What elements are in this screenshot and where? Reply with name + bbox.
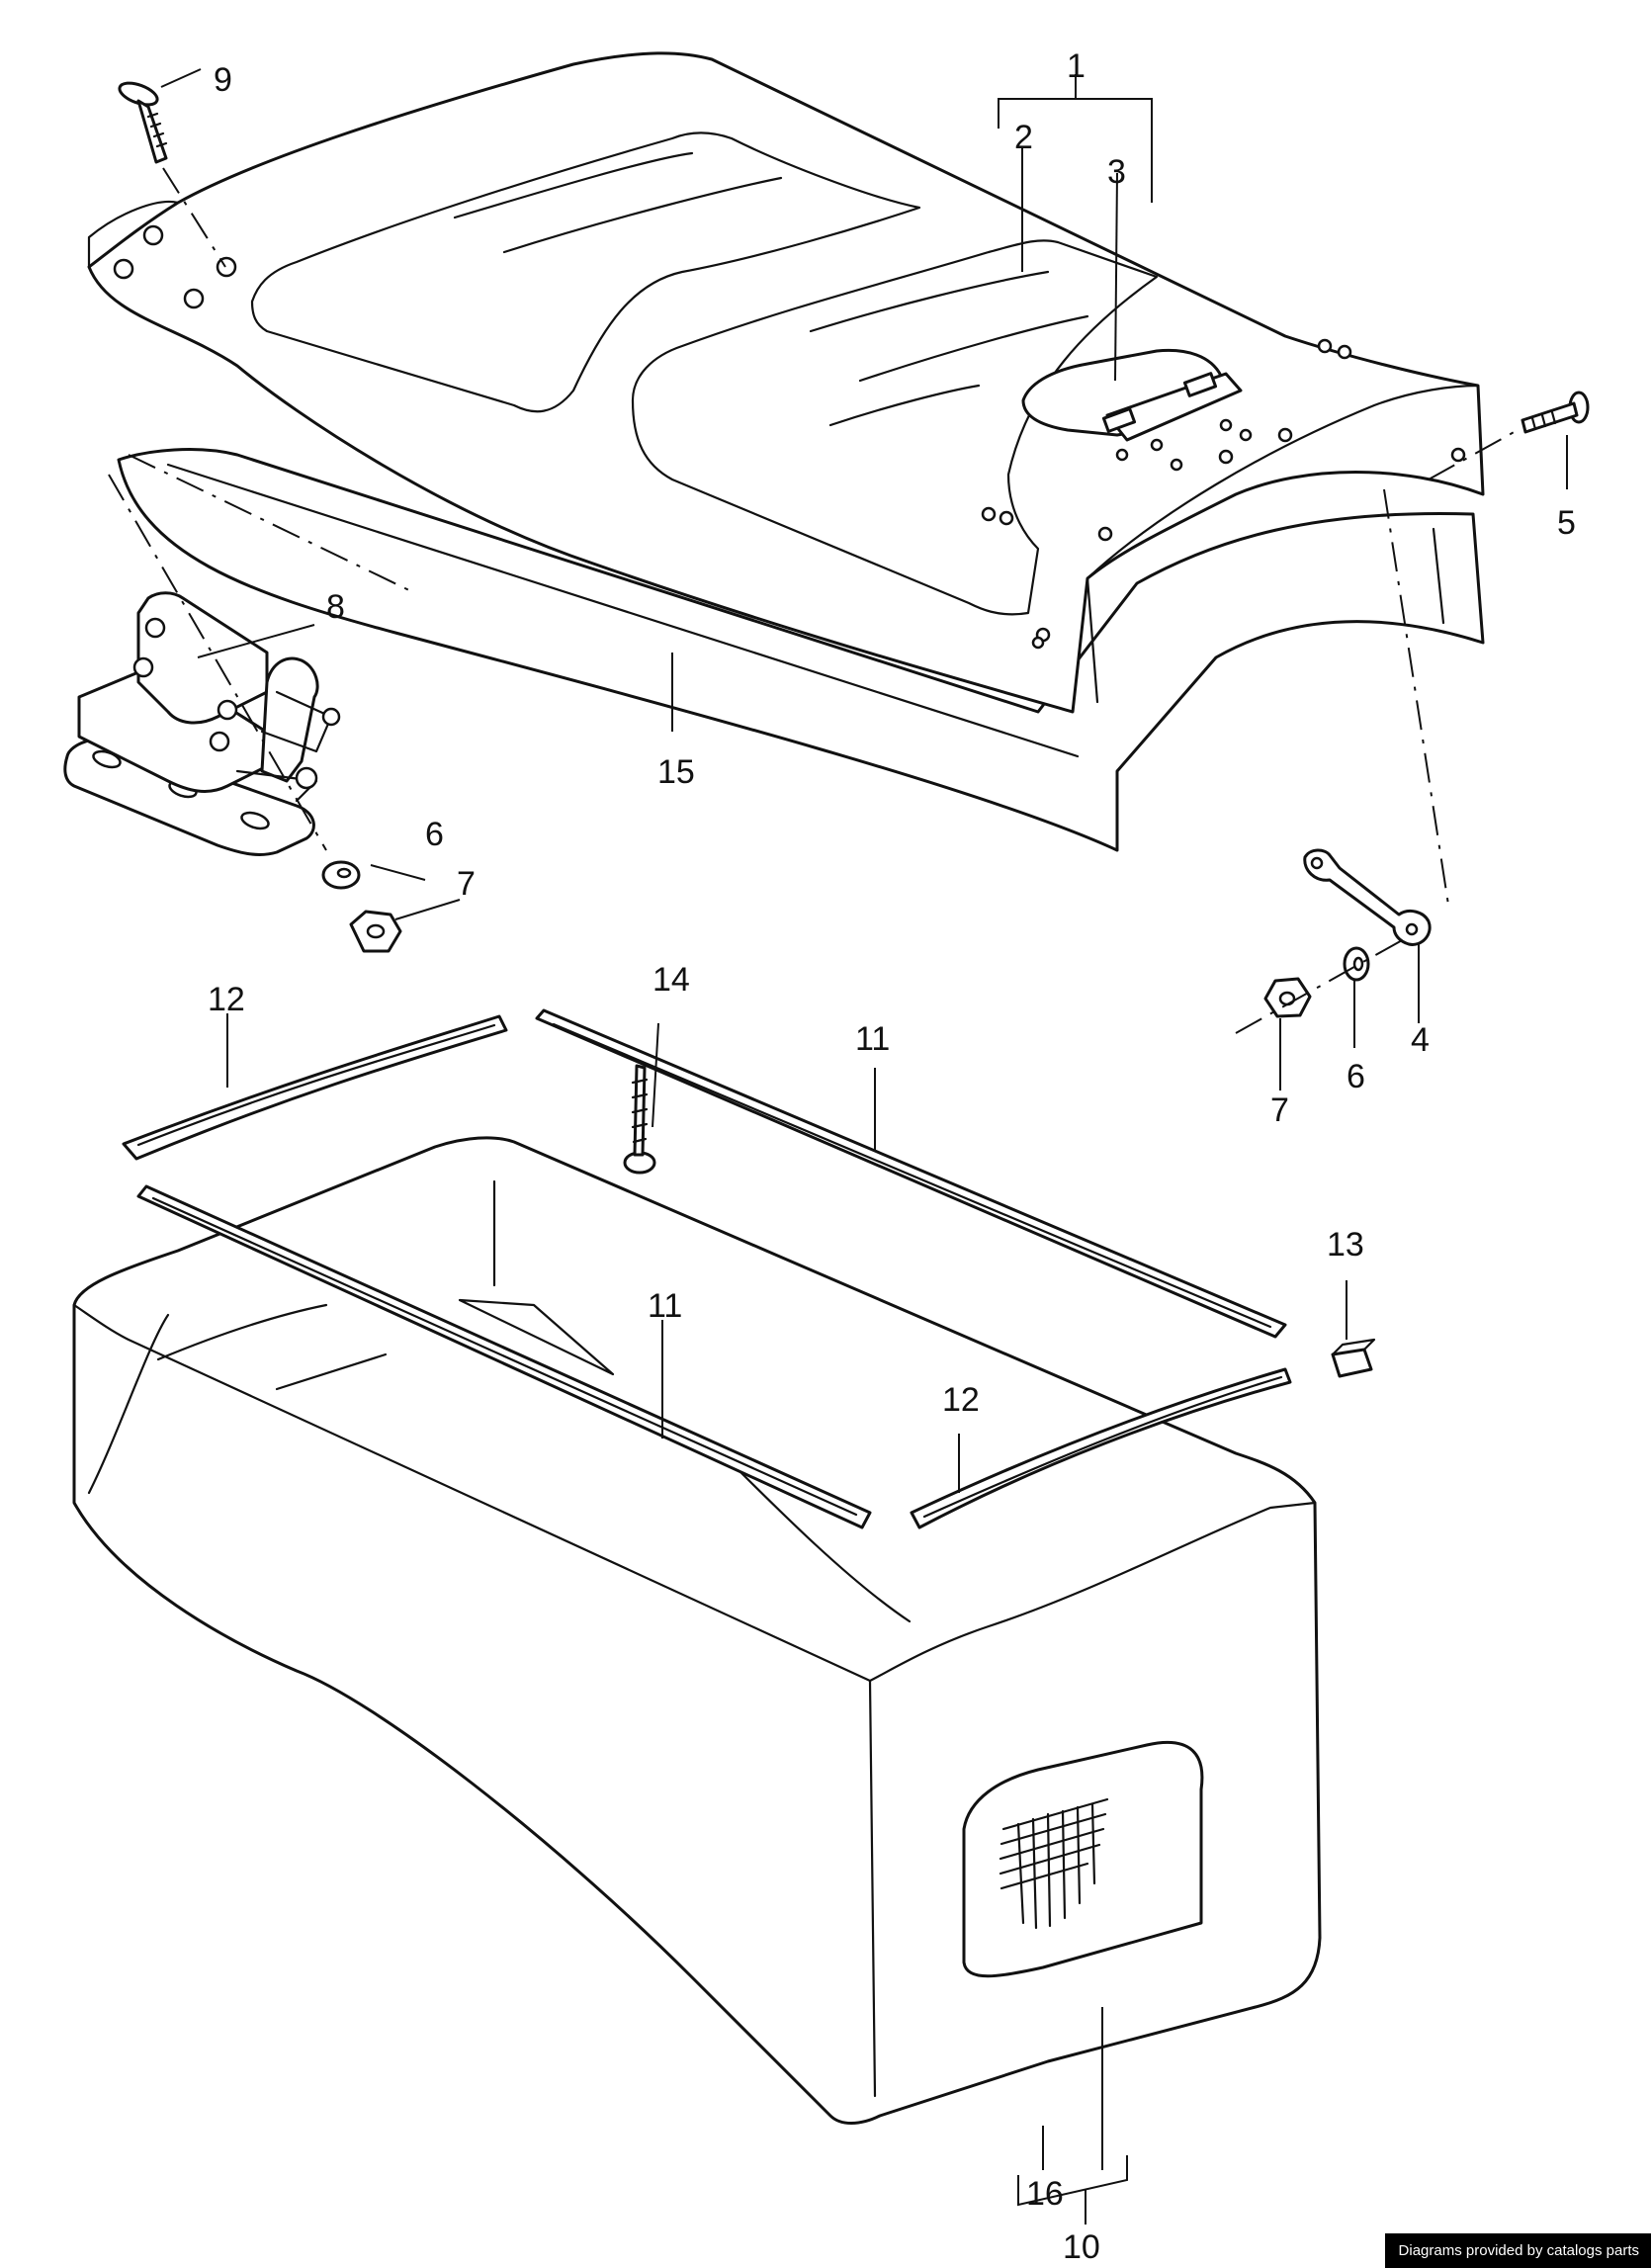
credit-badge: Diagrams provided by catalogs parts [1384, 2233, 1651, 2268]
axis-bolt-9 [162, 167, 226, 268]
nut-right [1263, 977, 1312, 1018]
callout-2: 2 [1014, 119, 1033, 156]
rail-11-bottom [136, 1184, 872, 1529]
callout-11-top: 11 [855, 1020, 890, 1058]
callout-12-top: 12 [208, 981, 245, 1018]
axis-hinge [108, 474, 327, 851]
callout-11-bottom: 11 [648, 1287, 682, 1325]
callout-8: 8 [326, 588, 345, 626]
callout-14: 14 [652, 961, 690, 999]
washer-right [1343, 946, 1370, 982]
callout-5: 5 [1557, 504, 1576, 542]
callout-12-bottom: 12 [942, 1381, 980, 1419]
callout-7-right: 7 [1270, 1091, 1289, 1129]
leader-lines [160, 68, 1568, 2224]
axis-bolt-5 [1428, 429, 1519, 480]
callout-10: 10 [1063, 2228, 1100, 2266]
lid-frame [117, 448, 1485, 852]
bolt-9 [118, 81, 168, 164]
nut-left [349, 910, 402, 953]
bolt-5 [1521, 391, 1590, 434]
mesh-grille [999, 1797, 1109, 1930]
rail-12-top [122, 1014, 508, 1161]
callout-6-left: 6 [425, 816, 444, 853]
callout-3: 3 [1107, 153, 1126, 191]
axis-nut-right [1235, 938, 1405, 1034]
block-13 [1331, 1338, 1376, 1378]
lid-top [87, 51, 1485, 714]
callout-6-right: 6 [1347, 1058, 1365, 1095]
box-body [72, 1136, 1322, 2125]
rail-11-top [535, 1008, 1287, 1339]
callout-4: 4 [1411, 1021, 1430, 1059]
callout-7-left: 7 [457, 865, 476, 903]
callout-13: 13 [1327, 1226, 1364, 1264]
callout-15: 15 [657, 753, 695, 791]
callout-16: 16 [1026, 2175, 1064, 2213]
hinge [63, 591, 341, 856]
latch-plate [1021, 348, 1253, 472]
axis-link [1383, 488, 1449, 906]
rail-12-bottom [910, 1367, 1292, 1529]
callout-9: 9 [214, 61, 232, 99]
link-arm [1303, 848, 1432, 946]
screw-14 [623, 1064, 656, 1175]
washer-left [321, 860, 361, 890]
callout-1: 1 [1067, 47, 1086, 85]
